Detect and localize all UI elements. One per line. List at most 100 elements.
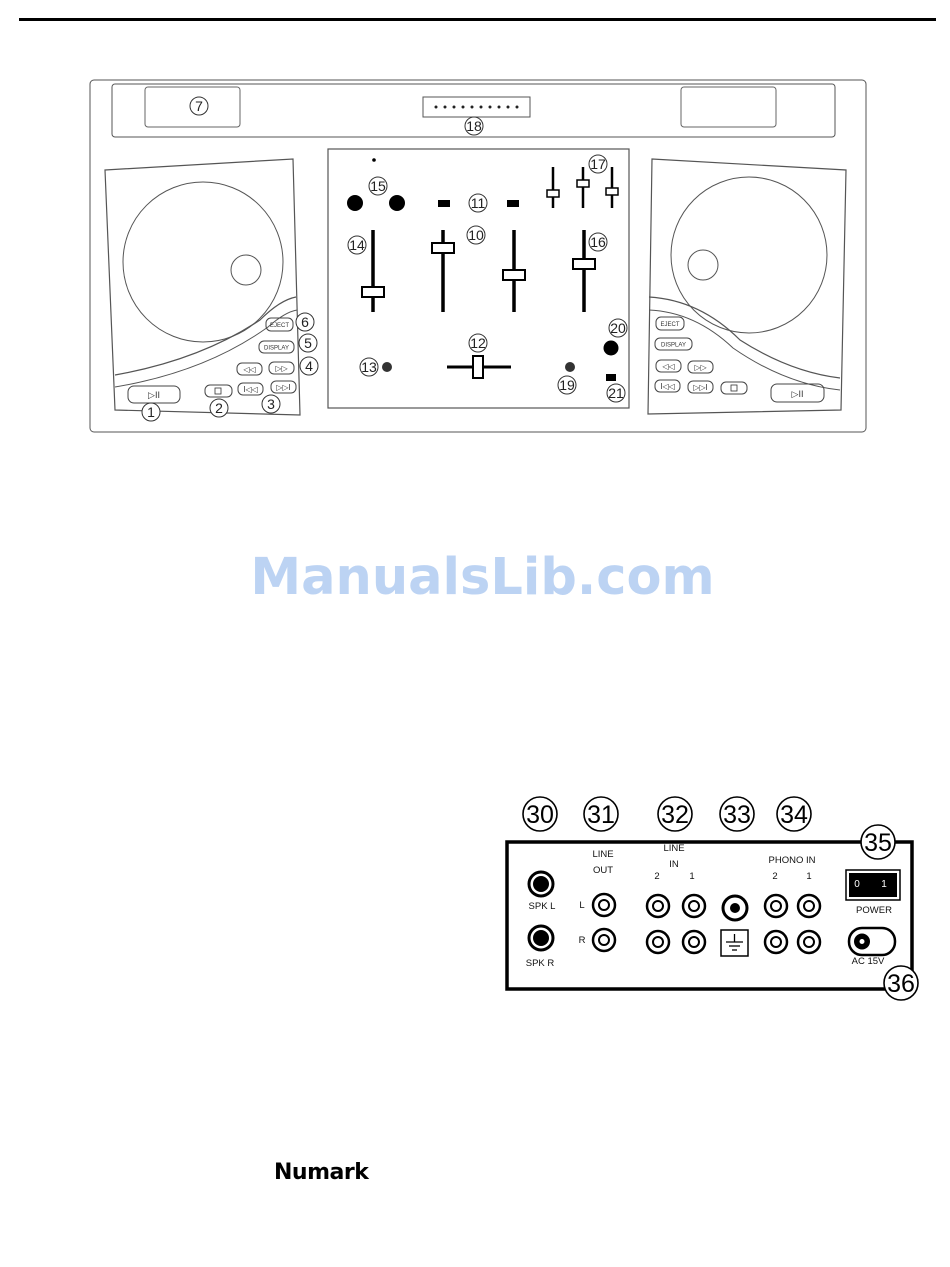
phono-2-label: 2	[772, 871, 777, 882]
line-out-l-jack[interactable]	[593, 894, 615, 916]
right-jog-dimple	[688, 250, 718, 280]
svg-text:35: 35	[864, 829, 892, 857]
line-in-2-l-jack[interactable]	[647, 895, 669, 917]
fader-cap-4[interactable]	[573, 259, 595, 269]
callout-1: 1	[142, 403, 160, 421]
callout-33: 33	[720, 797, 754, 831]
cue-knob-left[interactable]	[382, 362, 392, 372]
left-deck-body	[105, 159, 300, 415]
svg-text:7: 7	[195, 98, 203, 114]
phono-2-r-jack[interactable]	[765, 931, 787, 953]
line-out-r-jack[interactable]	[593, 929, 615, 951]
channel-switch-left[interactable]	[438, 200, 450, 207]
mic-switch[interactable]	[606, 374, 616, 381]
play-pause-glyph: ▷II	[792, 389, 804, 399]
master-knob[interactable]	[604, 341, 619, 356]
next-track-glyph: ▷▷I	[276, 383, 291, 392]
svg-text:2: 2	[215, 400, 223, 416]
callout-19: 19	[558, 376, 576, 394]
line-in-2-label: 2	[654, 871, 659, 882]
svg-text:36: 36	[887, 970, 915, 998]
gain-knob-right[interactable]	[389, 195, 405, 211]
phono-1-l-jack[interactable]	[798, 895, 820, 917]
svg-text:12: 12	[470, 335, 486, 351]
right-display-window	[681, 87, 776, 127]
svg-text:18: 18	[466, 118, 482, 134]
phono-2-l-jack[interactable]	[765, 895, 787, 917]
front-panel-diagram: ▷II I◁◁ ▷▷I ◁◁ ▷▷ DISPLAY EJECT	[0, 0, 950, 450]
callout-31: 31	[584, 797, 618, 831]
svg-text:32: 32	[661, 801, 689, 829]
small-fader-1-cap[interactable]	[547, 190, 559, 197]
callout-10: 10	[467, 226, 485, 244]
svg-text:20: 20	[610, 320, 626, 336]
rear-panel-diagram: 30 31 32 33 34 35 SPK L SPK R LINE OUT L…	[0, 790, 950, 1010]
callout-3: 3	[262, 395, 280, 413]
left-cue-button[interactable]	[205, 385, 232, 397]
line-in-label-in: IN	[669, 859, 679, 870]
callout-13: 13	[360, 358, 378, 376]
callout-34: 34	[777, 797, 811, 831]
cue-knob-right[interactable]	[565, 362, 575, 372]
power-switch-1: 1	[881, 879, 887, 890]
small-faders	[547, 167, 618, 208]
cue-glyph	[215, 388, 221, 394]
callout-17: 17	[589, 155, 607, 173]
callout-6: 6	[296, 313, 314, 331]
ffwd-glyph: ▷▷	[694, 363, 707, 372]
prev-track-glyph: I◁◁	[243, 385, 258, 394]
watermark: ManualsLib.com	[0, 548, 950, 607]
svg-text:5: 5	[304, 335, 312, 351]
line-in-1-r-jack[interactable]	[683, 931, 705, 953]
callout-4: 4	[300, 357, 318, 375]
line-in-2-r-jack[interactable]	[647, 931, 669, 953]
phono-1-r-jack[interactable]	[798, 931, 820, 953]
right-display-label: DISPLAY	[661, 343, 686, 349]
phono-in-label: PHONO IN	[769, 855, 816, 866]
rewind-glyph: ◁◁	[243, 365, 256, 374]
svg-text:4: 4	[305, 358, 313, 374]
next-track-glyph: ▷▷I	[693, 383, 708, 392]
callout-36: 36	[884, 966, 918, 1000]
line-in-1-label: 1	[689, 871, 694, 882]
line-in-1-l-jack[interactable]	[683, 895, 705, 917]
callout-18: 18	[465, 117, 483, 135]
left-eject-label: EJECT	[270, 323, 289, 329]
level-meter	[423, 97, 530, 117]
svg-text:15: 15	[370, 178, 386, 194]
small-fader-2-cap[interactable]	[577, 180, 589, 187]
right-cue-button[interactable]	[721, 382, 747, 394]
gain-knob-left[interactable]	[347, 195, 363, 211]
callout-11: 11	[469, 194, 487, 212]
callout-2: 2	[210, 399, 228, 417]
channel-switch-right[interactable]	[507, 200, 519, 207]
fader-cap-3[interactable]	[503, 270, 525, 280]
svg-text:10: 10	[468, 227, 484, 243]
right-eject-label: EJECT	[660, 322, 679, 328]
fader-cap-2[interactable]	[432, 243, 454, 253]
line-out-l-label: L	[579, 900, 584, 911]
callout-32: 32	[658, 797, 692, 831]
power-label: POWER	[856, 905, 892, 916]
fader-cap-1[interactable]	[362, 287, 384, 297]
line-out-r-label: R	[579, 935, 586, 946]
left-display-label: DISPLAY	[264, 346, 289, 352]
svg-text:31: 31	[587, 801, 615, 829]
line-in-label-line: LINE	[663, 843, 684, 854]
svg-text:17: 17	[590, 156, 606, 172]
svg-text:30: 30	[526, 801, 554, 829]
svg-text:14: 14	[349, 237, 365, 253]
crossfader-cap[interactable]	[473, 356, 483, 378]
numark-logo: Numark	[274, 1160, 368, 1185]
ground-icon	[721, 930, 748, 956]
rewind-glyph: ◁◁	[662, 362, 675, 371]
spk-r-label: SPK R	[526, 958, 555, 969]
left-jog-dimple	[231, 255, 261, 285]
callout-15: 15	[369, 177, 387, 195]
right-jog-wheel[interactable]	[671, 177, 827, 333]
prev-track-glyph: I◁◁	[660, 382, 675, 391]
spk-l-jack-core	[533, 876, 549, 892]
callout-7: 7	[190, 97, 208, 115]
small-fader-3-cap[interactable]	[606, 188, 618, 195]
callout-12: 12	[469, 334, 487, 352]
